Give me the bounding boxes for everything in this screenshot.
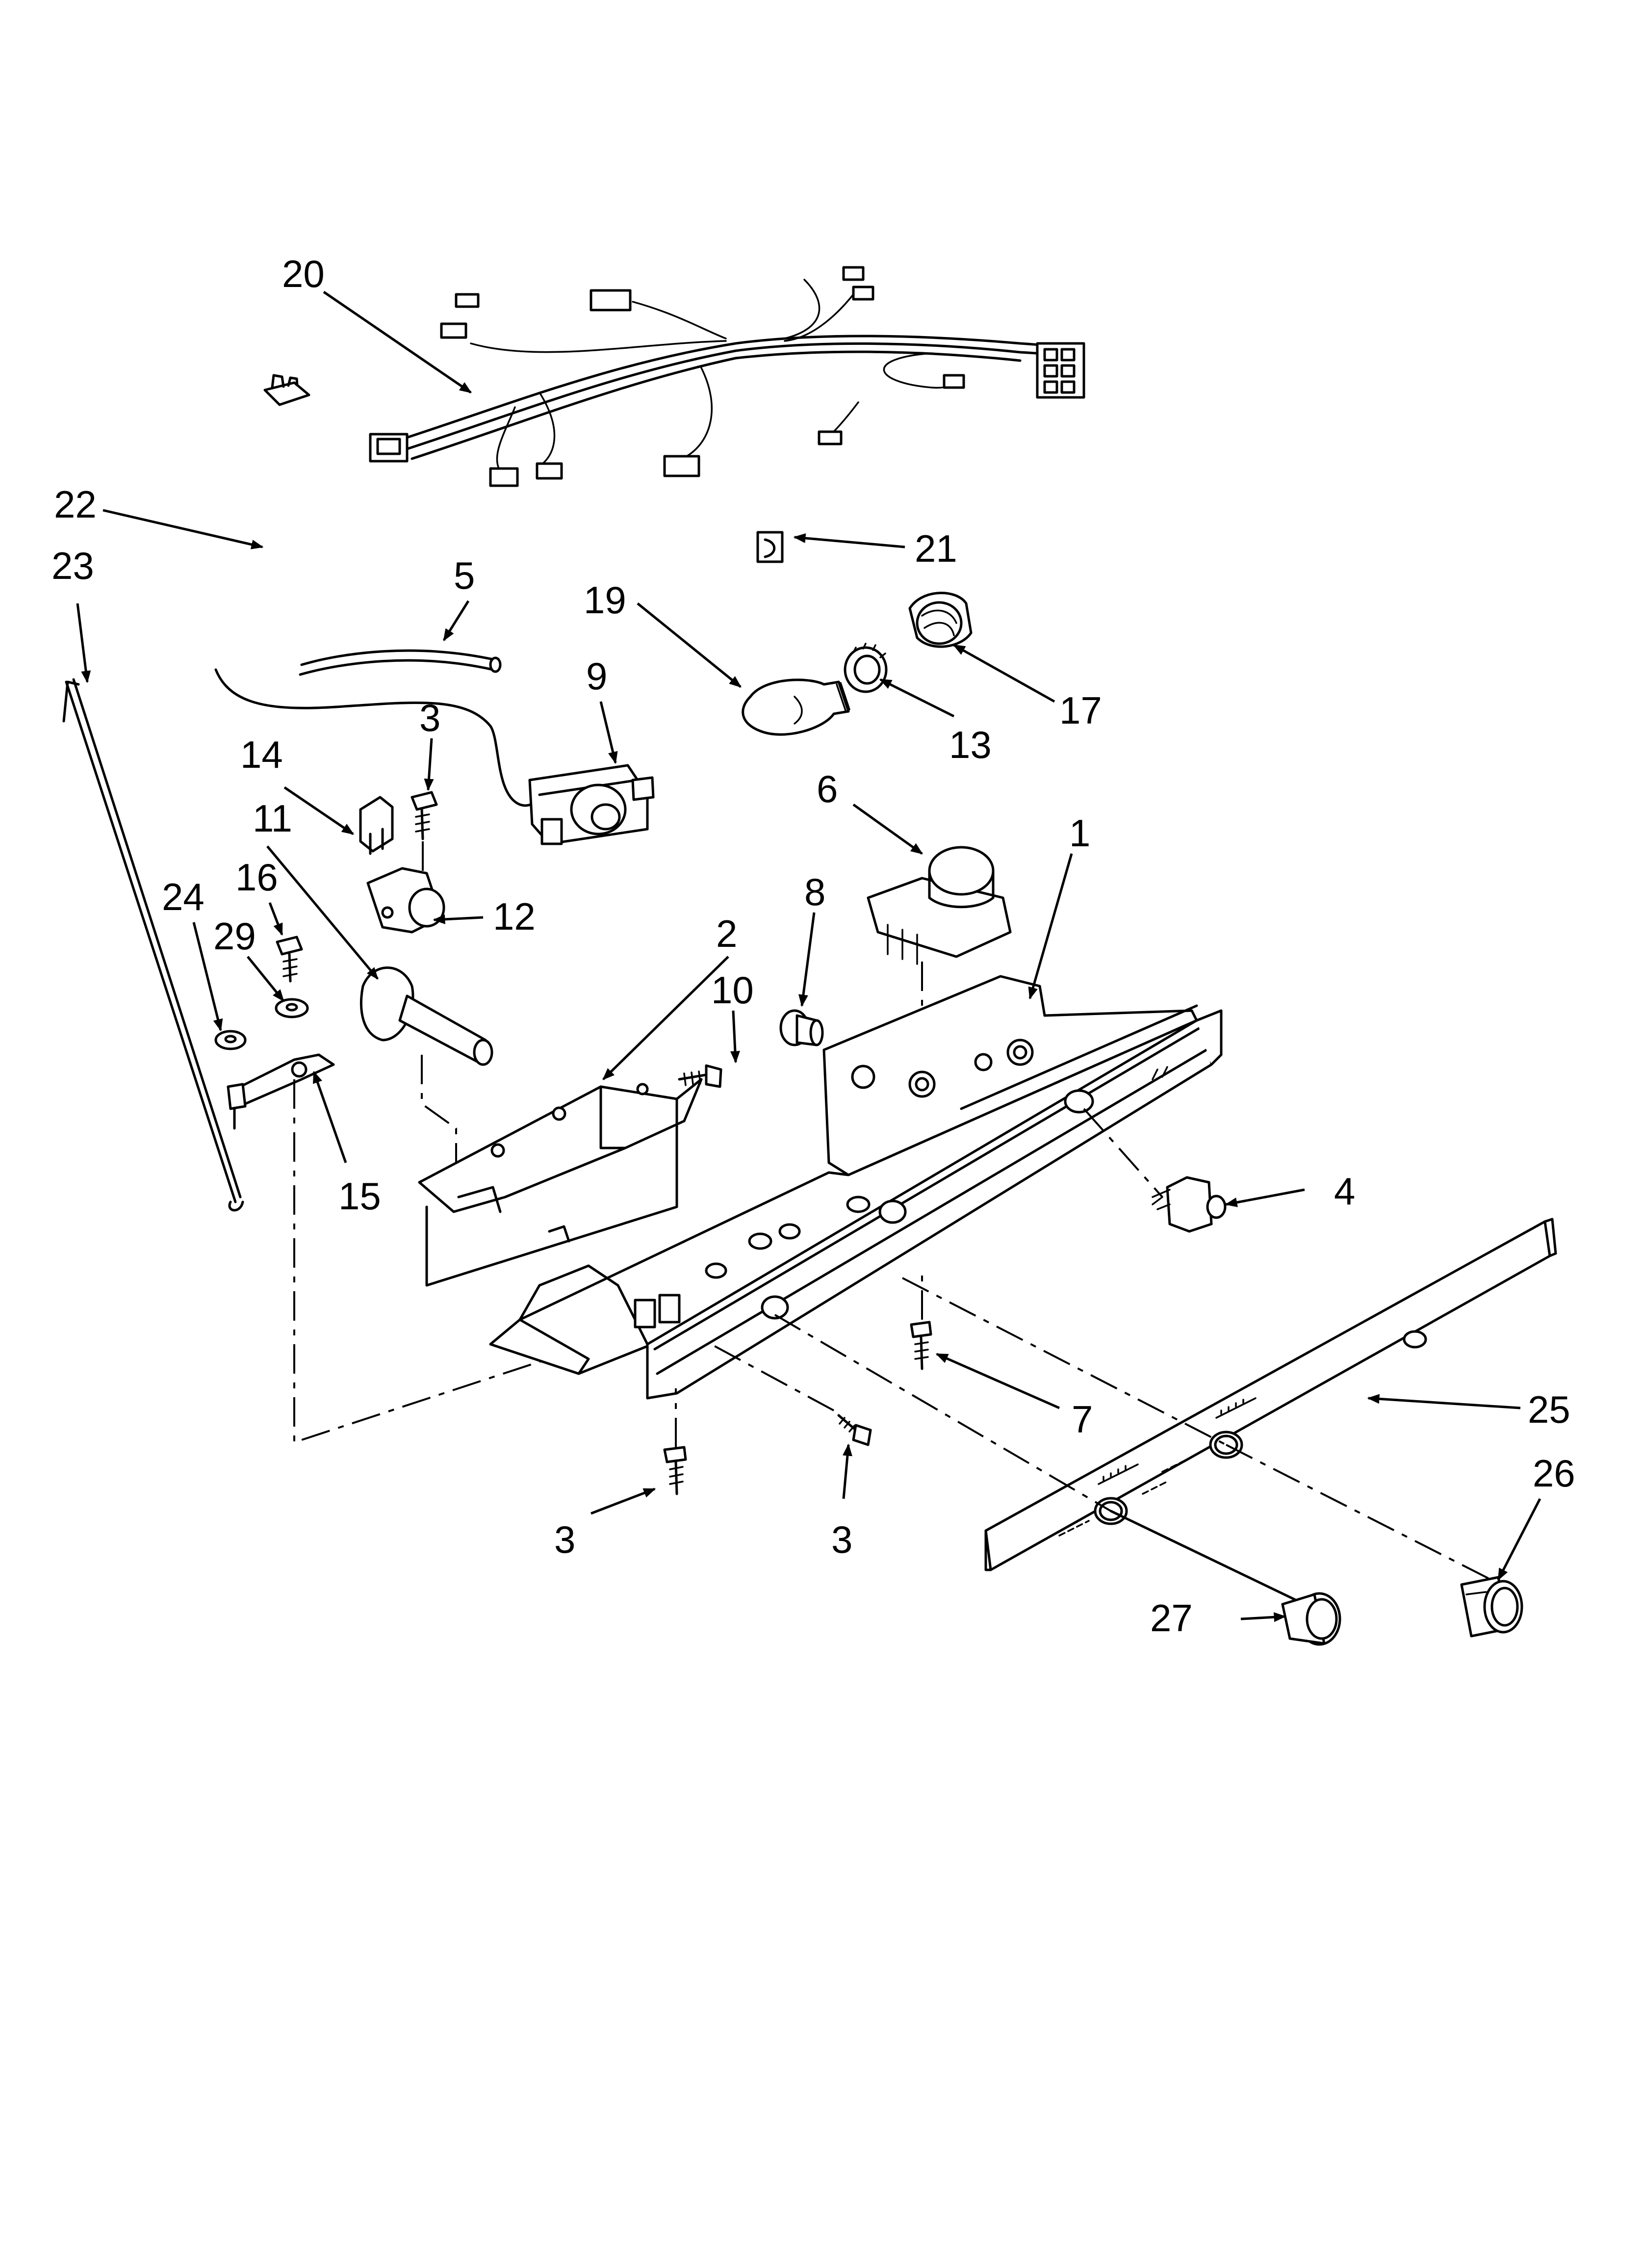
callout-5: 5: [454, 554, 475, 597]
callout-labels: 20 22 23 21 5 19 17 13 9 3 14 11 12 24 1…: [51, 252, 1575, 1640]
callout-26: 26: [1533, 1452, 1575, 1495]
leader-lines: [76, 290, 1541, 1622]
clip-part-22: [263, 374, 310, 406]
callout-22: 22: [54, 483, 97, 526]
callout-4: 4: [1334, 1170, 1355, 1213]
defrost-timer-part-6: [867, 846, 1012, 1084]
callout-23: 23: [51, 544, 94, 587]
callout-21: 21: [915, 527, 957, 570]
knob-part-27: [1109, 1510, 1341, 1646]
lever-part-15: [227, 1053, 638, 1444]
callout-24: 24: [162, 875, 205, 918]
bracket-part-12: [366, 867, 445, 934]
bracket-part-14: [359, 796, 394, 855]
thermostat-part-9: [528, 764, 655, 845]
callout-14: 14: [240, 733, 283, 776]
callout-13: 13: [949, 723, 992, 766]
callout-20: 20: [282, 252, 325, 295]
screw-part-7: [910, 1276, 932, 1370]
callout-15: 15: [338, 1174, 381, 1218]
callout-7: 7: [1072, 1398, 1093, 1441]
callout-8: 8: [804, 870, 825, 913]
switch-part-4: [1083, 1108, 1227, 1233]
rod-part-23: [62, 678, 244, 1212]
screw-part-10: [678, 1064, 722, 1088]
screw-part-16: [276, 936, 303, 983]
mounting-bracket-part-2: [418, 1078, 703, 1287]
callout-1: 1: [1069, 811, 1090, 855]
washer-part-24: [214, 1030, 247, 1050]
callout-3-bottom-right: 3: [831, 1518, 852, 1561]
callout-27: 27: [1150, 1596, 1193, 1640]
tube-part-5: [299, 649, 502, 676]
wire-harness-part-20: [369, 266, 1085, 487]
screw-part-3-bottom-right: [711, 1343, 872, 1446]
callout-11: 11: [253, 797, 292, 840]
sensor-wire: [214, 668, 546, 807]
callout-16: 16: [235, 856, 278, 899]
callout-29: 29: [213, 914, 256, 958]
callout-6: 6: [817, 767, 838, 810]
control-housing-part-1: [489, 975, 1223, 1400]
callout-25: 25: [1528, 1388, 1570, 1431]
callout-3-top: 3: [419, 696, 440, 739]
part-21: [756, 531, 784, 563]
screw-part-3-top: [410, 791, 438, 883]
callout-10: 10: [711, 968, 754, 1012]
callout-2: 2: [716, 912, 737, 955]
knob-part-26: [1460, 1576, 1523, 1638]
callout-3-bottom-left: 3: [554, 1518, 575, 1561]
socket-part-13: [844, 643, 888, 693]
screw-part-3-bottom-left: [663, 1388, 687, 1495]
callout-9: 9: [586, 654, 607, 698]
callout-17: 17: [1059, 689, 1102, 732]
socket-part-17: [908, 592, 973, 648]
callout-12: 12: [493, 895, 536, 938]
light-bulb-part-19: [742, 678, 850, 736]
callout-19: 19: [584, 578, 626, 622]
button-part-8: [779, 1009, 824, 1046]
control-shaft-part-11: [359, 966, 493, 1202]
washer-part-29: [275, 998, 309, 1018]
